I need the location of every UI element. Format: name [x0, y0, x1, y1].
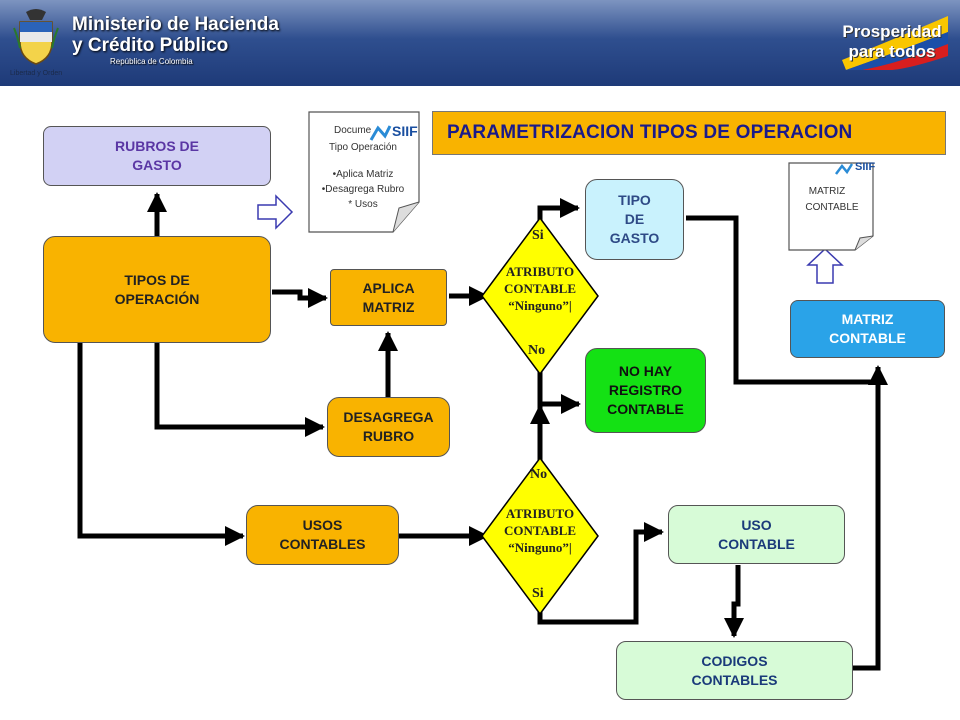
republic-label: República de Colombia [110, 57, 193, 66]
decision-bottom-no-label: No [530, 467, 548, 482]
siif-mark-right-icon [835, 163, 854, 175]
arrow-yes-to-tipo-gasto [537, 198, 580, 225]
decision-bottom-yes-label: Si [532, 586, 544, 601]
doc-left-bullet1: •Aplica Matriz [332, 169, 394, 180]
block-arrow-right-icon [257, 194, 294, 230]
decision-top-no-label: No [528, 343, 546, 358]
decision-diamond-top [481, 216, 599, 376]
crest-caption: Libertad y Orden [10, 70, 63, 77]
decision-bottom-text: ATRIBUTO CONTABLE “Ninguno”| [504, 506, 576, 555]
aplica-matriz-box: APLICA MATRIZ [330, 269, 447, 326]
arrow-no-to-no-hay [537, 367, 581, 414]
uso-contable-box: USO CONTABLE [668, 505, 845, 564]
siif-mark-left-icon [369, 125, 392, 141]
brand-line-1: Prosperidad [842, 22, 942, 41]
tipos-de-operacion-box: TIPOS DE OPERACIÓN [43, 236, 271, 343]
doc-left-bullet2: •Desagrega Rubro [321, 184, 405, 195]
coat-of-arms-icon [13, 9, 59, 65]
tipo-de-gasto-box: TIPO DE GASTO [585, 179, 684, 260]
arrow-to-aplica-matriz [272, 288, 328, 308]
line-tipo-gasto-to-matriz [686, 215, 874, 385]
doc-left-bullet3: * Usos [348, 199, 378, 210]
block-arrow-up-icon [806, 247, 844, 284]
matriz-contable-box: MATRIZ CONTABLE [790, 300, 945, 358]
arrow-uso-to-codigos [724, 565, 744, 638]
doc-left-line1: Docume [334, 125, 372, 136]
decision-top-text: ATRIBUTO CONTABLE “Ninguno”| [504, 264, 576, 313]
doc-left-line2: Tipo Operación [329, 142, 397, 153]
ministry-line-2: y Crédito Público [72, 35, 229, 56]
arrow-desagrega [154, 343, 325, 437]
decision-top-yes-label: Si [532, 228, 544, 243]
doc-right-line1: MATRIZ [808, 186, 846, 197]
desagrega-rubro-box: DESAGREGA RUBRO [327, 397, 450, 457]
usos-contables-box: USOS CONTABLES [246, 505, 399, 565]
no-hay-registro-contable-box: NO HAY REGISTRO CONTABLE [585, 348, 706, 433]
brand-slogan: Prosperidad para todos [842, 22, 942, 66]
brand-line-2: para todos [848, 42, 936, 61]
flag-swoosh-icon [842, 16, 948, 70]
rubros-de-gasto-box: RUBROS DE GASTO [43, 126, 271, 186]
ministry-line-1: Ministerio de Hacienda [72, 14, 279, 35]
arrow-to-usos [77, 343, 245, 546]
ministry-name: Ministerio de Hacienda y Crédito Público [72, 14, 279, 56]
doc-left-siif-logo: SIIF [392, 123, 418, 139]
doc-right-siif-logo: SIIF [855, 161, 876, 173]
arrow-codigos-to-matriz [853, 365, 888, 671]
codigos-contables-box: CODIGOS CONTABLES [616, 641, 853, 700]
arrow-yes-to-uso [537, 522, 664, 625]
header-banner: Libertad y Orden Ministerio de Hacienda … [0, 0, 960, 86]
decision-diamond-bottom [481, 456, 599, 616]
doc-right-line2: CONTABLE [805, 202, 859, 213]
page-title: PARAMETRIZACION TIPOS DE OPERACION [432, 111, 946, 155]
